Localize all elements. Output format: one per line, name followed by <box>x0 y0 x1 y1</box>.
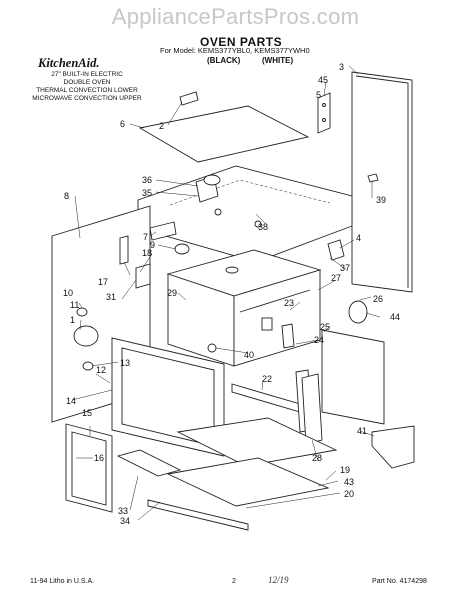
callout-19: 19 <box>340 465 350 475</box>
callout-39: 39 <box>376 195 386 205</box>
callout-11: 11 <box>70 300 79 310</box>
callout-41: 41 <box>357 426 367 436</box>
part-switch-bracket <box>119 235 129 265</box>
callout-17: 17 <box>98 277 108 287</box>
callout-13: 13 <box>120 358 130 368</box>
part-hinge-receiver <box>301 373 323 445</box>
callout-16: 16 <box>94 453 104 463</box>
model-line: For Model: KEMS377YBL0, KEMS377YWH0 <box>160 46 310 55</box>
part-thermal-component <box>149 221 177 241</box>
callout-18: 18 <box>142 248 152 258</box>
callout-12: 12 <box>96 365 106 375</box>
callout-7: 7 <box>143 232 148 242</box>
part-top-panel <box>138 105 310 163</box>
callout-5: 5 <box>316 90 321 100</box>
description-line: THERMAL CONVECTION LOWER <box>36 87 138 94</box>
part-corner-bracket <box>371 425 415 469</box>
callout-34: 34 <box>120 516 130 526</box>
callout-38: 38 <box>258 222 268 232</box>
callout-28: 28 <box>312 453 322 463</box>
watermark: AppliancePartsPros.com <box>111 4 360 29</box>
callout-43: 43 <box>344 477 354 487</box>
callout-25: 25 <box>320 322 330 332</box>
callout-8: 8 <box>64 191 69 201</box>
callout-22: 22 <box>262 374 272 384</box>
part-top-bracket <box>179 91 199 106</box>
part-oven-cavity <box>166 249 322 367</box>
callout-1: 1 <box>70 315 75 325</box>
callout-10: 10 <box>63 288 73 298</box>
part-trim-strip <box>116 449 182 477</box>
part-gasket-ring <box>348 300 368 324</box>
part-right-side-panel <box>351 71 413 293</box>
part-door-switch <box>135 263 151 289</box>
callout-20: 20 <box>344 489 354 499</box>
callout-37: 37 <box>340 263 350 273</box>
callout-4: 4 <box>356 233 361 243</box>
callout-24: 24 <box>314 335 324 345</box>
callout-31: 31 <box>106 292 116 302</box>
callout-26: 26 <box>373 294 383 304</box>
callout-9: 9 <box>150 240 155 250</box>
callout-23: 23 <box>284 298 294 308</box>
callout-27: 27 <box>331 273 341 283</box>
footer-part-number: Part No. 4174298 <box>372 578 427 585</box>
part-latch <box>327 239 345 261</box>
callout-6: 6 <box>120 119 125 129</box>
part-mounting-bracket <box>317 92 331 134</box>
description-line: 27" BUILT-IN ELECTRIC <box>51 71 123 78</box>
callout-45: 45 <box>318 75 328 85</box>
callout-15: 15 <box>82 408 92 418</box>
part-blower-assembly <box>195 174 221 203</box>
description-line: DOUBLE OVEN <box>63 79 111 86</box>
callout-29: 29 <box>167 288 177 298</box>
callout-14: 14 <box>66 396 76 406</box>
handwritten-note: 12/19 <box>268 575 289 585</box>
callout-labels: 3 45 5 2 6 36 35 8 39 38 7 9 4 18 37 27 … <box>63 62 400 526</box>
callout-33: 33 <box>118 506 128 516</box>
finish-black-label: (BLACK) <box>207 56 241 65</box>
part-fan-motor <box>73 307 99 371</box>
callout-3: 3 <box>339 62 344 72</box>
callout-2: 2 <box>159 121 164 131</box>
part-bottom-pan <box>166 417 338 507</box>
leader-lines <box>71 65 381 521</box>
callout-35: 35 <box>142 188 152 198</box>
part-sensor-knob <box>174 243 190 255</box>
callout-40: 40 <box>244 350 254 360</box>
callout-44: 44 <box>390 312 400 322</box>
finish-white-label: (WHITE) <box>262 56 294 65</box>
description-line: MICROWAVE CONVECTION UPPER <box>32 95 142 102</box>
page-title: OVEN PARTS <box>200 35 283 49</box>
part-door-gasket <box>65 423 113 513</box>
part-clip <box>367 173 379 183</box>
callout-36: 36 <box>142 175 152 185</box>
part-light-socket <box>207 343 217 353</box>
part-front-panel <box>321 329 385 425</box>
part-bottom-rail <box>231 383 301 413</box>
footer-date-line: 11-94 Litho in U.S.A. <box>30 578 95 585</box>
footer-page-number: 2 <box>232 578 236 585</box>
part-bottom-trim <box>147 499 249 531</box>
brand-logo: KitchenAid. <box>38 56 100 70</box>
